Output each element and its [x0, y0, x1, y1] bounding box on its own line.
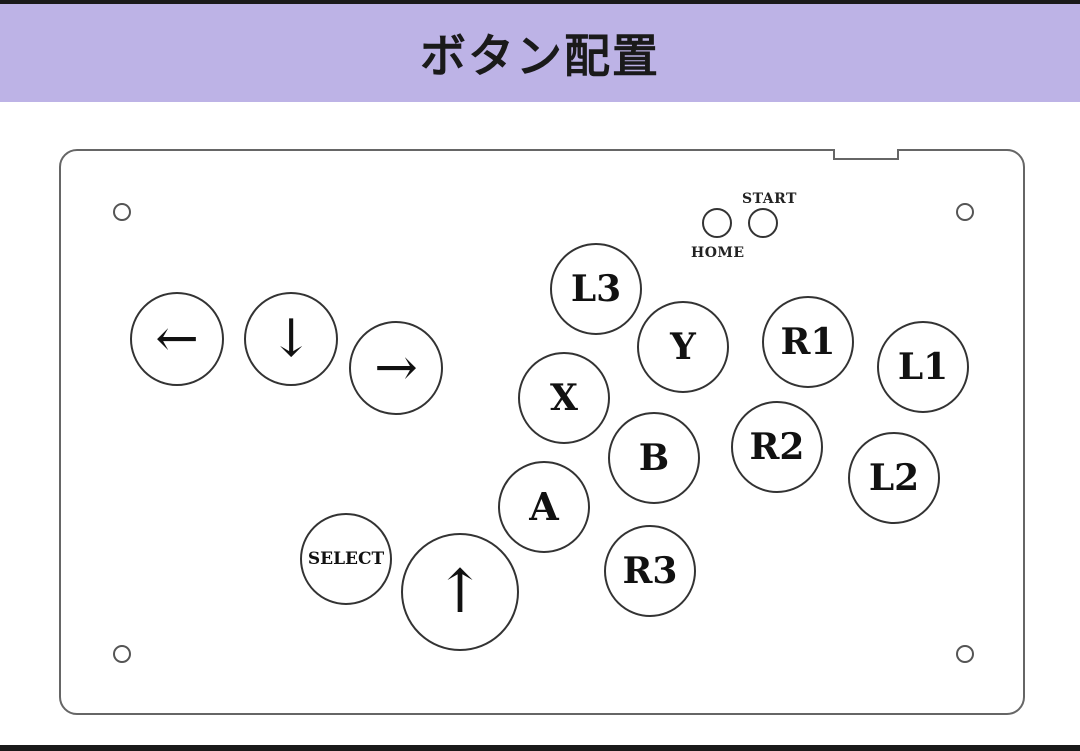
- right-arrow-icon: →: [374, 338, 418, 398]
- y-label: Y: [670, 326, 696, 368]
- up-arrow-icon: ↑: [434, 557, 486, 627]
- screw-bottom-left: [113, 645, 131, 663]
- left-button[interactable]: ←: [130, 292, 224, 386]
- home-button[interactable]: [702, 208, 732, 238]
- b-label: B: [638, 437, 670, 479]
- down-arrow-icon: ↓: [269, 309, 313, 369]
- r2-label: R2: [749, 426, 805, 468]
- right-button[interactable]: →: [349, 321, 443, 415]
- l3-button[interactable]: L3: [550, 243, 642, 335]
- header-banner: ボタン配置: [0, 4, 1080, 102]
- home-label: HOME: [691, 245, 745, 261]
- a-label: A: [529, 484, 559, 529]
- r1-label: R1: [780, 321, 836, 363]
- top-rule: [0, 0, 1080, 4]
- l2-label: L2: [868, 457, 920, 499]
- select-button[interactable]: SELECT: [300, 513, 392, 605]
- l1-button[interactable]: L1: [877, 321, 969, 413]
- start-button[interactable]: [748, 208, 778, 238]
- a-button[interactable]: A: [498, 461, 590, 553]
- l1-label: L1: [897, 346, 949, 388]
- y-button[interactable]: Y: [637, 301, 729, 393]
- start-label: START: [742, 191, 797, 207]
- l2-button[interactable]: L2: [848, 432, 940, 524]
- r1-button[interactable]: R1: [762, 296, 854, 388]
- left-arrow-icon: ←: [155, 309, 199, 369]
- r3-button[interactable]: R3: [604, 525, 696, 617]
- screw-top-left: [113, 203, 131, 221]
- x-label: X: [550, 377, 578, 419]
- page-title: ボタン配置: [420, 29, 660, 83]
- down-button[interactable]: ↓: [244, 292, 338, 386]
- usb-port: [833, 149, 899, 160]
- r3-label: R3: [622, 550, 678, 592]
- bottom-rule: [0, 745, 1080, 751]
- x-button[interactable]: X: [518, 352, 610, 444]
- up-button[interactable]: ↑: [401, 533, 519, 651]
- r2-button[interactable]: R2: [731, 401, 823, 493]
- screw-top-right: [956, 203, 974, 221]
- l3-label: L3: [570, 268, 622, 310]
- b-button[interactable]: B: [608, 412, 700, 504]
- screw-bottom-right: [956, 645, 974, 663]
- select-label: SELECT: [307, 548, 385, 569]
